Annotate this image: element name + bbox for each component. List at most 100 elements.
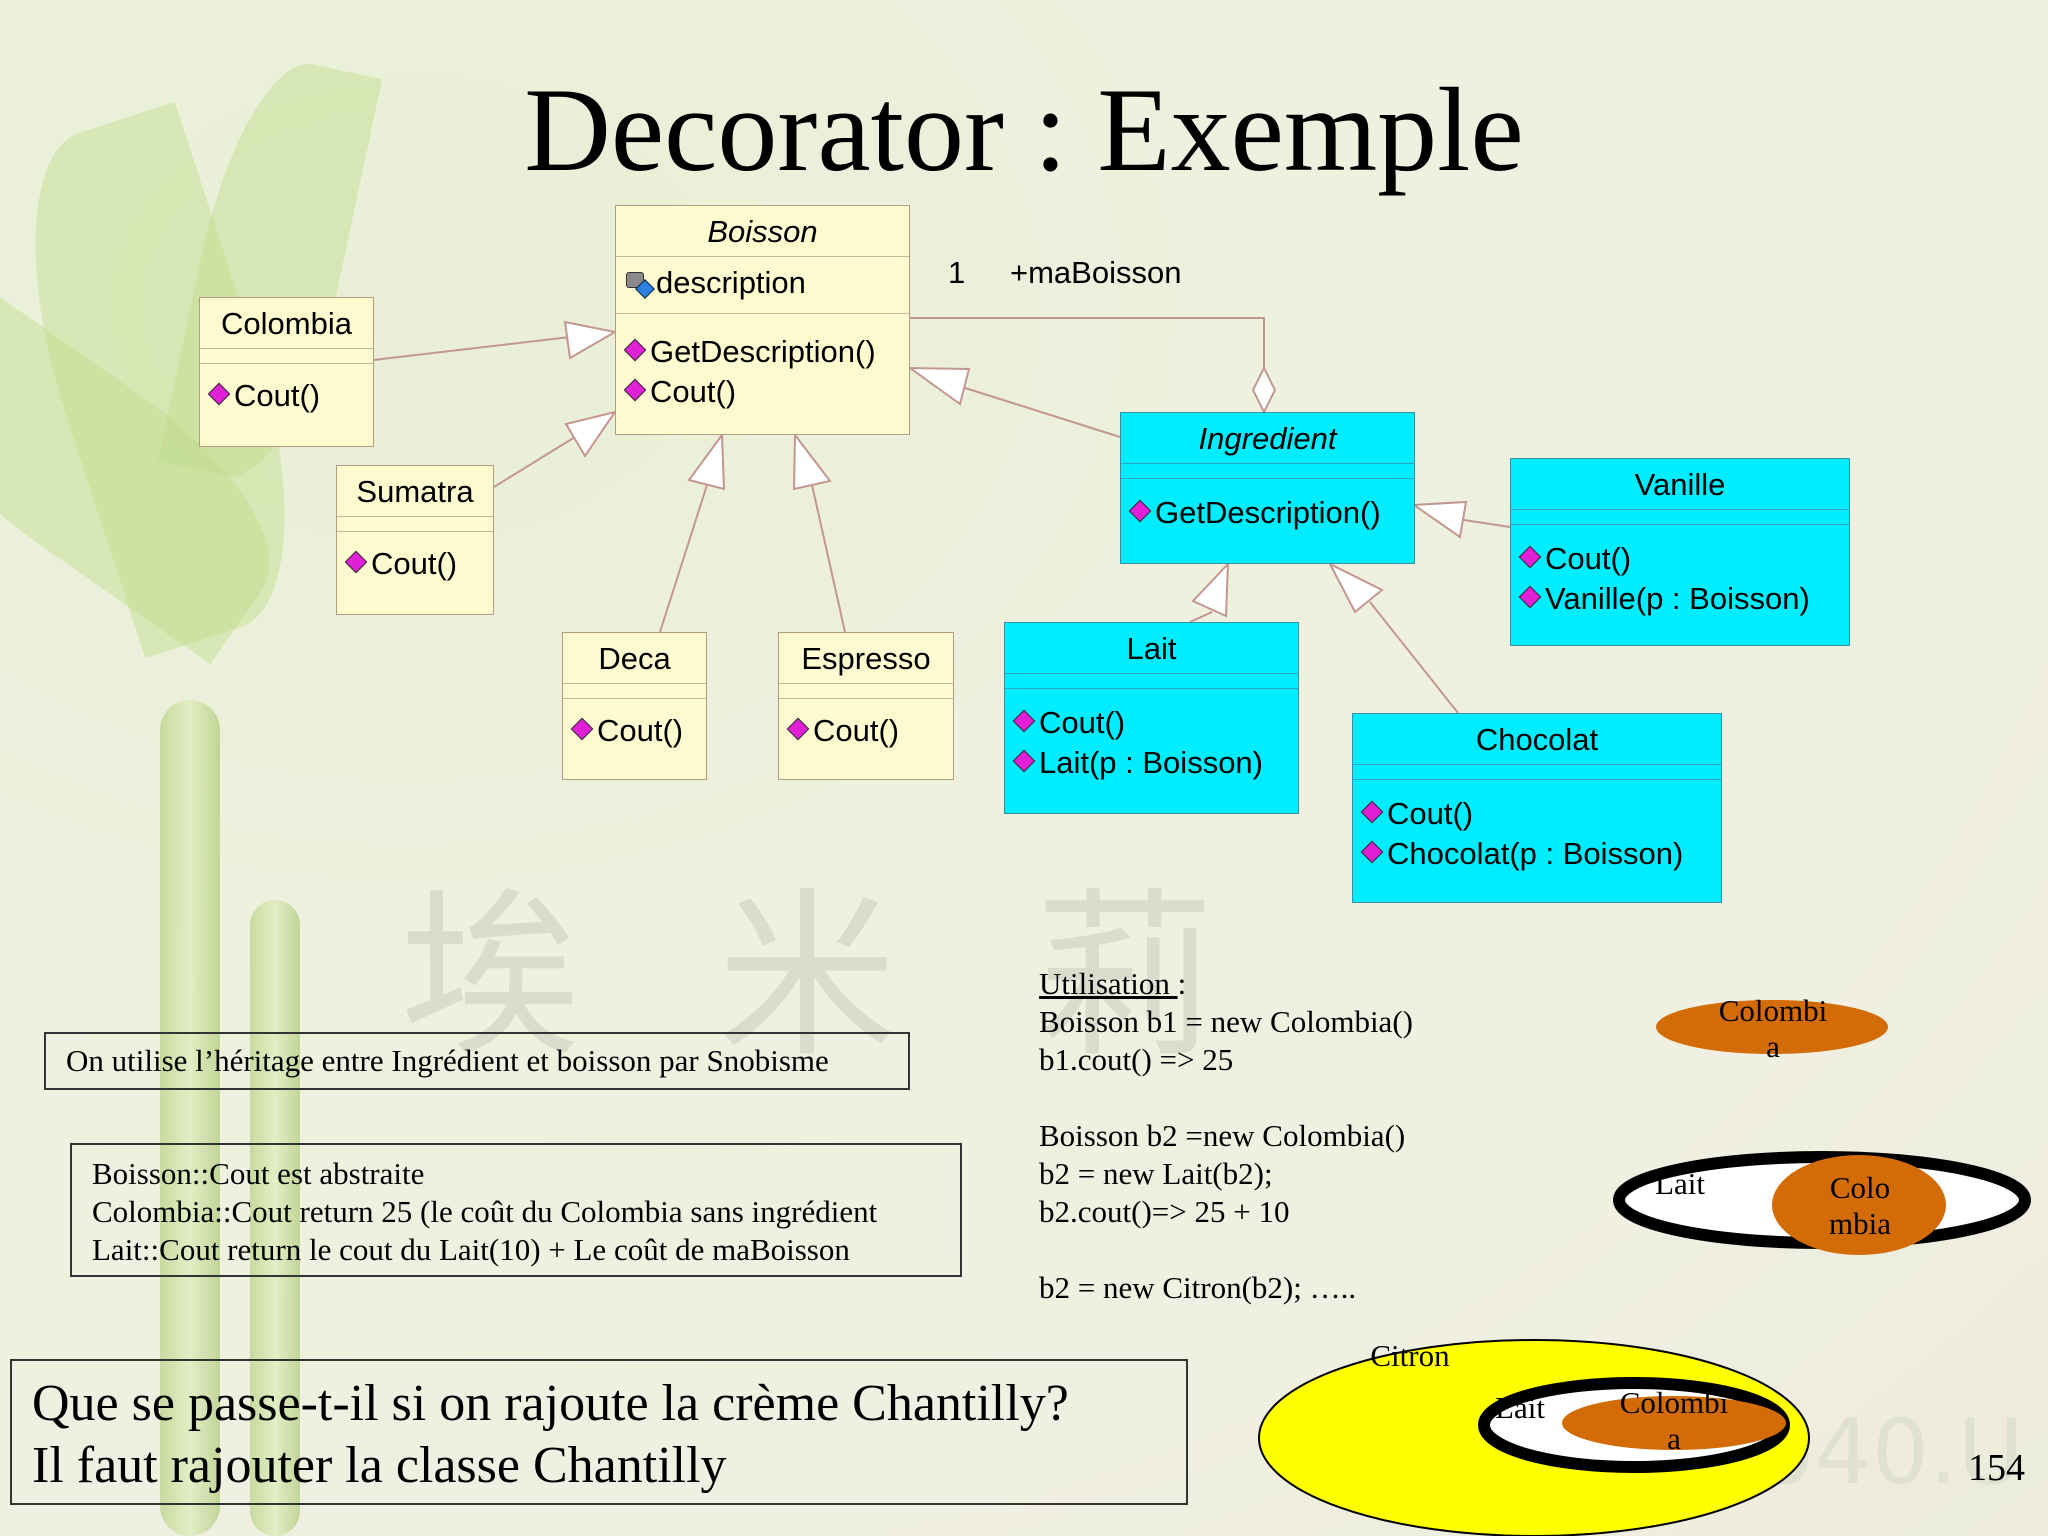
aggregation-diamond xyxy=(1253,368,1275,412)
label-colombia-1: Colombi a xyxy=(1700,993,1846,1065)
label-lait-3: Lait xyxy=(1488,1390,1552,1426)
class-lait: Lait Cout() Lait(p : Boisson) xyxy=(1004,622,1299,814)
note-line: Boisson::Cout est abstraite xyxy=(92,1155,960,1193)
operation-cout: Cout() xyxy=(813,711,899,751)
operation-cout: Cout() xyxy=(650,372,736,412)
usage-line: Boisson b2 =new Colombia() xyxy=(1039,1117,1413,1155)
generalization-arrowhead xyxy=(689,435,724,489)
label-colombia-3: Colombi a xyxy=(1604,1385,1744,1457)
note-snobisme: On utilise l’héritage entre Ingrédient e… xyxy=(44,1032,910,1090)
class-name: Deca xyxy=(563,633,706,684)
operations-section: GetDescription() xyxy=(1121,479,1414,547)
public-operation-icon xyxy=(1361,802,1385,826)
class-name: Ingredient xyxy=(1121,413,1414,464)
generalization-arrowhead xyxy=(1193,564,1228,616)
class-deca: Deca Cout() xyxy=(562,632,707,780)
operation-constructor: Lait(p : Boisson) xyxy=(1039,743,1263,783)
note-line: Colombia::Cout return 25 (le coût du Col… xyxy=(92,1193,960,1231)
class-chocolat: Chocolat Cout() Chocolat(p : Boisson) xyxy=(1352,713,1722,903)
operation-cout: Cout() xyxy=(1387,794,1473,834)
usage-line: b1.cout() => 25 xyxy=(1039,1041,1413,1079)
public-operation-icon xyxy=(1129,501,1153,525)
operations-section: Cout() xyxy=(337,532,493,596)
operations-section: Cout() xyxy=(779,699,953,763)
association-role: +maBoisson xyxy=(1010,255,1181,291)
attributes-section xyxy=(1511,510,1849,525)
public-operation-icon xyxy=(624,340,648,364)
operation-cout: Cout() xyxy=(1039,703,1125,743)
usage-heading-colon: : xyxy=(1178,966,1187,1001)
attributes-section xyxy=(779,684,953,699)
usage-line: b2 = new Citron(b2); ….. xyxy=(1039,1269,1413,1307)
generalization-arrowhead xyxy=(1414,502,1466,537)
operation-cout: Cout() xyxy=(371,544,457,584)
public-operation-icon xyxy=(1519,587,1543,611)
attributes-section xyxy=(337,517,493,532)
class-name: Lait xyxy=(1005,623,1298,674)
generalization-chocolat-ingredient xyxy=(1370,602,1458,713)
attributes-section xyxy=(1353,765,1721,780)
public-operation-icon xyxy=(345,552,369,576)
class-boisson: Boisson description GetDescription() Cou… xyxy=(615,205,910,435)
operations-section: Cout() Lait(p : Boisson) xyxy=(1005,689,1298,797)
usage-heading-text: Utilisation xyxy=(1039,966,1178,1001)
usage-line: b2 = new Lait(b2); xyxy=(1039,1155,1413,1193)
generalization-arrowhead xyxy=(565,322,615,358)
page-number: 154 xyxy=(1968,1446,2025,1490)
class-espresso: Espresso Cout() xyxy=(778,632,954,780)
note-line: Lait::Cout return le cout du Lait(10) + … xyxy=(92,1231,960,1269)
public-operation-icon xyxy=(1519,547,1543,571)
operations-section: Cout() xyxy=(200,364,373,428)
generalization-arrowhead xyxy=(1330,564,1382,612)
class-name: Sumatra xyxy=(337,466,493,517)
operations-section: GetDescription() Cout() xyxy=(616,314,909,416)
association-multiplicity: 1 xyxy=(948,255,965,291)
public-operation-icon xyxy=(571,719,595,743)
usage-line xyxy=(1039,1079,1413,1117)
usage-heading: Utilisation : xyxy=(1039,965,1413,1003)
generalization-lait-ingredient xyxy=(1190,612,1212,622)
attributes-section xyxy=(563,684,706,699)
usage-block: Utilisation : Boisson b1 = new Colombia(… xyxy=(1039,965,1413,1307)
question-line: Que se passe-t-il si on rajoute la crème… xyxy=(32,1373,1186,1435)
generalization-espresso-boisson xyxy=(812,485,845,632)
class-sumatra: Sumatra Cout() xyxy=(336,465,494,615)
generalization-vanille-ingredient xyxy=(1464,520,1510,527)
public-operation-icon xyxy=(208,384,232,408)
class-colombia: Colombia Cout() xyxy=(199,297,374,447)
attribute-description: description xyxy=(656,263,806,303)
generalization-arrowhead xyxy=(910,368,969,404)
operations-section: Cout() Chocolat(p : Boisson) xyxy=(1353,780,1721,888)
operation-constructor: Chocolat(p : Boisson) xyxy=(1387,834,1683,874)
note-abstract: Boisson::Cout est abstraite Colombia::Co… xyxy=(70,1143,962,1277)
class-ingredient: Ingredient GetDescription() xyxy=(1120,412,1415,564)
attributes-section xyxy=(1121,464,1414,479)
usage-line: Boisson b1 = new Colombia() xyxy=(1039,1003,1413,1041)
usage-line: b2.cout()=> 25 + 10 xyxy=(1039,1193,1413,1231)
generalization-ingredient-boisson xyxy=(962,387,1120,437)
generalization-colombia-boisson xyxy=(374,337,570,360)
public-operation-icon xyxy=(1013,751,1037,775)
public-operation-icon xyxy=(1013,711,1037,735)
label-colombia-2: Colo mbia xyxy=(1810,1170,1910,1242)
operation-getdescription: GetDescription() xyxy=(1155,493,1381,533)
operation-cout: Cout() xyxy=(1545,539,1631,579)
generalization-arrowhead xyxy=(566,412,615,456)
label-citron: Citron xyxy=(1360,1338,1460,1374)
class-name: Vanille xyxy=(1511,459,1849,510)
class-vanille: Vanille Cout() Vanille(p : Boisson) xyxy=(1510,458,1850,646)
generalization-arrowhead xyxy=(794,435,830,489)
note-text: On utilise l’héritage entre Ingrédient e… xyxy=(66,1042,908,1080)
question-box: Que se passe-t-il si on rajoute la crème… xyxy=(10,1359,1188,1505)
generalization-deca-boisson xyxy=(660,485,707,632)
operation-constructor: Vanille(p : Boisson) xyxy=(1545,579,1810,619)
aggregation-maboisson xyxy=(910,318,1264,368)
public-operation-icon xyxy=(624,380,648,404)
operation-getdescription: GetDescription() xyxy=(650,332,876,372)
public-operation-icon xyxy=(1361,842,1385,866)
attributes-section xyxy=(200,349,373,364)
private-attribute-icon xyxy=(624,268,654,298)
class-name: Espresso xyxy=(779,633,953,684)
operation-cout: Cout() xyxy=(597,711,683,751)
class-name: Boisson xyxy=(616,206,909,257)
